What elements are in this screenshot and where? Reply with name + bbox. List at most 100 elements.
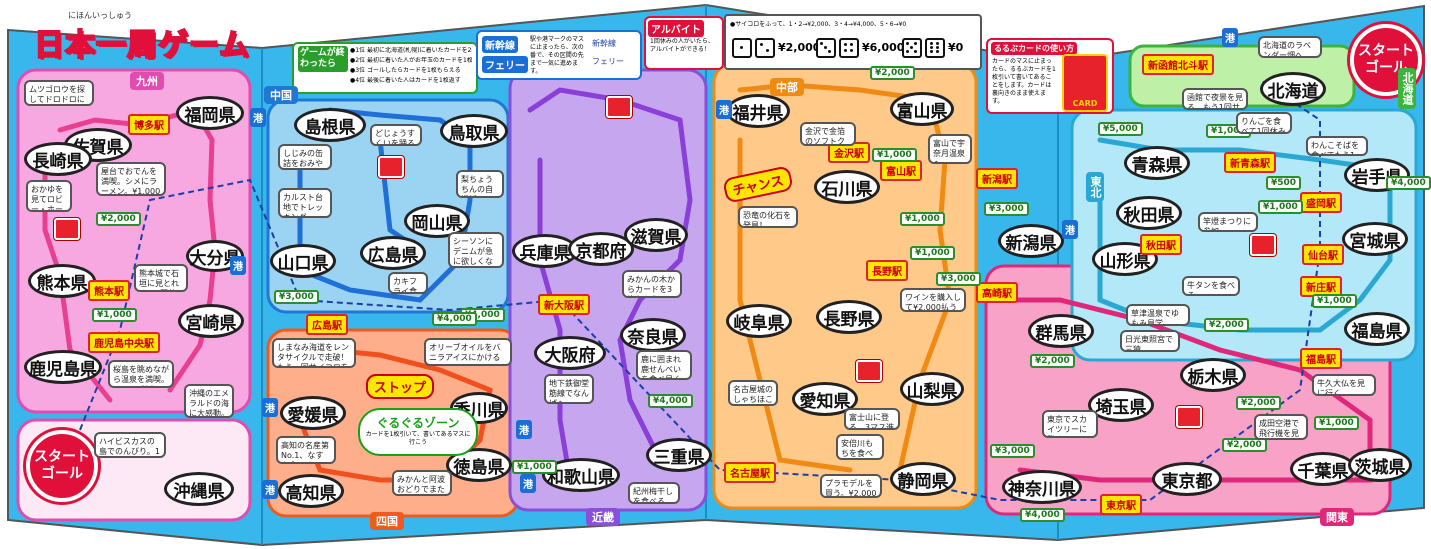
station-kumamoto[interactable]: 熊本駅 bbox=[88, 280, 130, 301]
region-label-kyushu: 九州 bbox=[130, 72, 164, 90]
ferry-legend: フェリー bbox=[592, 57, 624, 66]
pref-hyogo[interactable]: 兵庫県 bbox=[512, 234, 578, 268]
pref-kyoto[interactable]: 京都府 bbox=[568, 232, 634, 266]
ferry-label: フェリー bbox=[482, 56, 528, 73]
fare-20: ¥2,000 bbox=[1204, 318, 1249, 332]
pref-nagasaki[interactable]: 長崎県 bbox=[24, 142, 92, 176]
port-kinki[interactable]: 港 bbox=[520, 474, 536, 493]
event-box-s3: 高知の名産第No.1、なすを食べる bbox=[276, 436, 336, 464]
pref-kagoshima[interactable]: 鹿児島県 bbox=[24, 350, 102, 384]
event-box-c4: 梨ちょうちんの自慢話。¥2,000払う bbox=[456, 170, 504, 198]
pref-ibaraki[interactable]: 茨城県 bbox=[1348, 448, 1412, 482]
event-box-c3: どじょうすくいを踊ろう！1回休み bbox=[370, 124, 422, 146]
event-box-h6: 北海道のラベンダー畑へ bbox=[1258, 36, 1322, 58]
pref-yamaguchi[interactable]: 山口県 bbox=[270, 244, 336, 278]
station-nagano[interactable]: 長野駅 bbox=[866, 260, 908, 281]
port-chubu[interactable]: 港 bbox=[716, 100, 732, 119]
station-takasaki[interactable]: 高崎駅 bbox=[976, 282, 1018, 303]
card-square-kyushu[interactable] bbox=[54, 218, 80, 240]
pref-tokyo[interactable]: 東京都 bbox=[1152, 462, 1222, 496]
fare-15: ¥2,000 bbox=[1236, 396, 1281, 410]
station-shinhakodate-hokuto[interactable]: 新函館北斗駅 bbox=[1142, 54, 1214, 75]
pref-nara[interactable]: 奈良県 bbox=[620, 318, 686, 352]
station-fukushima[interactable]: 福島駅 bbox=[1300, 348, 1342, 369]
event-box-s1: しまなみ海道をレンタサイクルで走破！もう一回サイコロをふろう！ bbox=[272, 338, 356, 368]
pref-hiroshima[interactable]: 広島県 bbox=[360, 236, 426, 270]
pref-kochi[interactable]: 高知県 bbox=[278, 474, 344, 508]
pref-akita[interactable]: 秋田県 bbox=[1116, 196, 1182, 230]
pref-okinawa[interactable]: 沖縄県 bbox=[164, 472, 234, 506]
region-label-kinki: 近畿 bbox=[586, 508, 620, 526]
pref-shizuoka[interactable]: 静岡県 bbox=[890, 462, 956, 496]
pref-gifu[interactable]: 岐阜県 bbox=[726, 304, 792, 338]
pref-fukushima[interactable]: 福島県 bbox=[1344, 312, 1410, 346]
port-shikoku-east[interactable]: 港 bbox=[516, 420, 532, 439]
pref-gunma[interactable]: 群馬県 bbox=[1028, 314, 1094, 348]
port-chugoku[interactable]: 港 bbox=[250, 108, 266, 127]
pref-yamanashi[interactable]: 山梨県 bbox=[900, 372, 964, 406]
card-square-kinki[interactable] bbox=[606, 96, 632, 118]
card-square-kanto[interactable] bbox=[1176, 406, 1202, 428]
pref-nagano[interactable]: 長野県 bbox=[816, 300, 882, 334]
pref-fukuoka[interactable]: 福岡県 bbox=[176, 96, 244, 130]
pref-ehime[interactable]: 愛媛県 bbox=[280, 396, 346, 430]
pref-mie[interactable]: 三重県 bbox=[646, 438, 712, 472]
pref-hokkaido[interactable]: 北海道 bbox=[1260, 72, 1326, 106]
event-box-c2: カルスト台地でトレッキング。¥3,000払う bbox=[278, 188, 332, 218]
pref-fukui[interactable]: 福井県 bbox=[726, 94, 790, 128]
station-kagoshima-chuo[interactable]: 鹿児島中央駅 bbox=[88, 332, 160, 353]
arbeit-label: アルバイト bbox=[648, 20, 704, 37]
station-sendai[interactable]: 仙台駅 bbox=[1302, 244, 1344, 265]
pref-miyazaki[interactable]: 宮崎県 bbox=[178, 304, 244, 338]
pref-chiba[interactable]: 千葉県 bbox=[1290, 452, 1356, 486]
pref-osaka[interactable]: 大阪府 bbox=[534, 336, 606, 370]
card-square-tohoku[interactable] bbox=[1250, 234, 1276, 256]
station-akita[interactable]: 秋田駅 bbox=[1140, 234, 1182, 255]
station-hakata[interactable]: 博多駅 bbox=[128, 114, 170, 135]
dice-amount-2: ¥6,000 bbox=[862, 41, 905, 54]
pref-tochigi[interactable]: 栃木県 bbox=[1180, 358, 1246, 392]
pref-saitama[interactable]: 埼玉県 bbox=[1088, 388, 1154, 422]
pref-kumamoto[interactable]: 熊本県 bbox=[28, 264, 96, 298]
port-kyushu[interactable]: 港 bbox=[230, 256, 246, 275]
event-box-n2: 鹿に囲まれ鹿せんべいを食べ尽くす bbox=[636, 350, 692, 380]
station-nagoya[interactable]: 名古屋駅 bbox=[724, 462, 776, 483]
port-niigata[interactable]: 港 bbox=[1062, 220, 1078, 239]
station-shinosaka[interactable]: 新大阪駅 bbox=[538, 294, 590, 315]
fare-9: ¥1,000 bbox=[900, 212, 945, 226]
station-shinaomori[interactable]: 新青森駅 bbox=[1224, 152, 1276, 173]
pref-niigata[interactable]: 新潟県 bbox=[998, 224, 1064, 258]
dice-group-2: ¥6,000 bbox=[816, 38, 904, 58]
event-box-c5: シーソンにデニムが急に欲しくなったら1回休み bbox=[448, 232, 504, 268]
station-tokyo[interactable]: 東京駅 bbox=[1100, 494, 1142, 515]
start-label: スタート bbox=[1358, 43, 1414, 59]
pref-shiga[interactable]: 滋賀県 bbox=[624, 218, 688, 252]
guruguru-title: ぐるぐるゾーン bbox=[376, 416, 460, 430]
station-toyama[interactable]: 富山駅 bbox=[880, 160, 922, 181]
pref-aomori[interactable]: 青森県 bbox=[1124, 146, 1190, 180]
port-hokkaido[interactable]: 港 bbox=[1222, 28, 1238, 47]
station-niigata[interactable]: 新潟駅 bbox=[976, 168, 1018, 189]
dice-six-icon bbox=[925, 38, 945, 58]
dice-four-icon bbox=[839, 38, 859, 58]
pref-tottori[interactable]: 鳥取県 bbox=[440, 114, 508, 148]
legend-row-3: ●3位 ゴールしたらカードを1枚もらえる bbox=[350, 67, 461, 74]
dice-header: ●サイコロをふって、1・2→¥2,000、3・4→¥4,000、5・6→¥0 bbox=[730, 21, 907, 28]
shinkansen-note: 駅や港マークのマスに止まったら、次の番で、その区間の先まで一気に進めます。 bbox=[530, 36, 585, 75]
event-box-h4: 牛タンを食べる bbox=[1182, 276, 1240, 296]
region-label-chugoku: 中国 bbox=[264, 86, 298, 104]
fare-2: ¥1,000 bbox=[92, 308, 137, 322]
station-morioka[interactable]: 盛岡駅 bbox=[1300, 192, 1342, 213]
card-square-chugoku[interactable] bbox=[378, 156, 404, 178]
port-shikoku-west[interactable]: 港 bbox=[262, 398, 278, 417]
pref-kanagawa[interactable]: 神奈川県 bbox=[1002, 470, 1082, 504]
card-square-chubu[interactable] bbox=[856, 360, 882, 382]
pref-miyagi[interactable]: 宮城県 bbox=[1342, 222, 1408, 256]
station-hiroshima[interactable]: 広島駅 bbox=[306, 314, 348, 335]
pref-aichi[interactable]: 愛知県 bbox=[792, 382, 858, 416]
pref-shimane[interactable]: 島根県 bbox=[294, 108, 366, 142]
port-shikoku-south[interactable]: 港 bbox=[262, 480, 278, 499]
pref-toyama[interactable]: 富山県 bbox=[890, 92, 954, 126]
pref-ishikawa[interactable]: 石川県 bbox=[814, 170, 880, 204]
guruguru-note: カードを1枚引いて、書いてあるマスに行こう bbox=[365, 431, 471, 446]
